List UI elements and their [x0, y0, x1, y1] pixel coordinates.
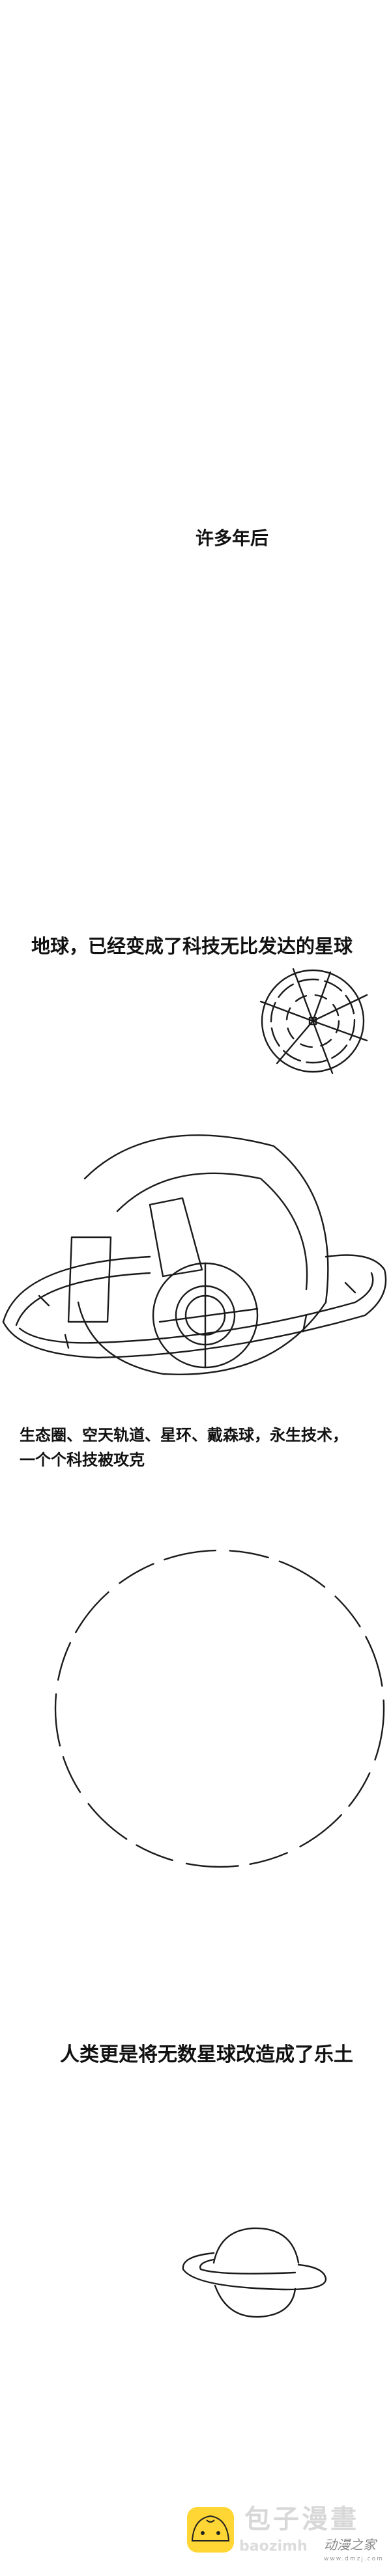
watermark-brand-cn: 包子漫畫 [244, 2504, 359, 2534]
watermark-brand-en: baozimh [239, 2538, 308, 2555]
dashed-circle-illustration [54, 1549, 385, 1868]
watermark-partner-url: www.dmzj.com [324, 2556, 384, 2562]
baozi-logo-icon [187, 2507, 234, 2553]
ringed-planet-illustration [182, 2227, 327, 2318]
watermark-partner-cn: 动漫之家 [324, 2537, 376, 2553]
tech-earth-illustration [2, 1134, 387, 1375]
caption-technologies-line2: 一个个科技被攻克 [20, 1451, 145, 1469]
caption-technologies-line1: 生态圈、空天轨道、星环、戴森球，永生技术， [20, 1426, 348, 1444]
wheel-planet-illustration [259, 968, 368, 1074]
caption-planets-paradise: 人类更是将无数星球改造成了乐土 [60, 2043, 353, 2066]
watermark: 包子漫畫 baozimh 动漫之家 www.dmzj.com [187, 2504, 383, 2569]
caption-earth-tech: 地球，已经变成了科技无比发达的星球 [31, 935, 353, 957]
caption-many-years-later: 许多年后 [195, 527, 269, 549]
